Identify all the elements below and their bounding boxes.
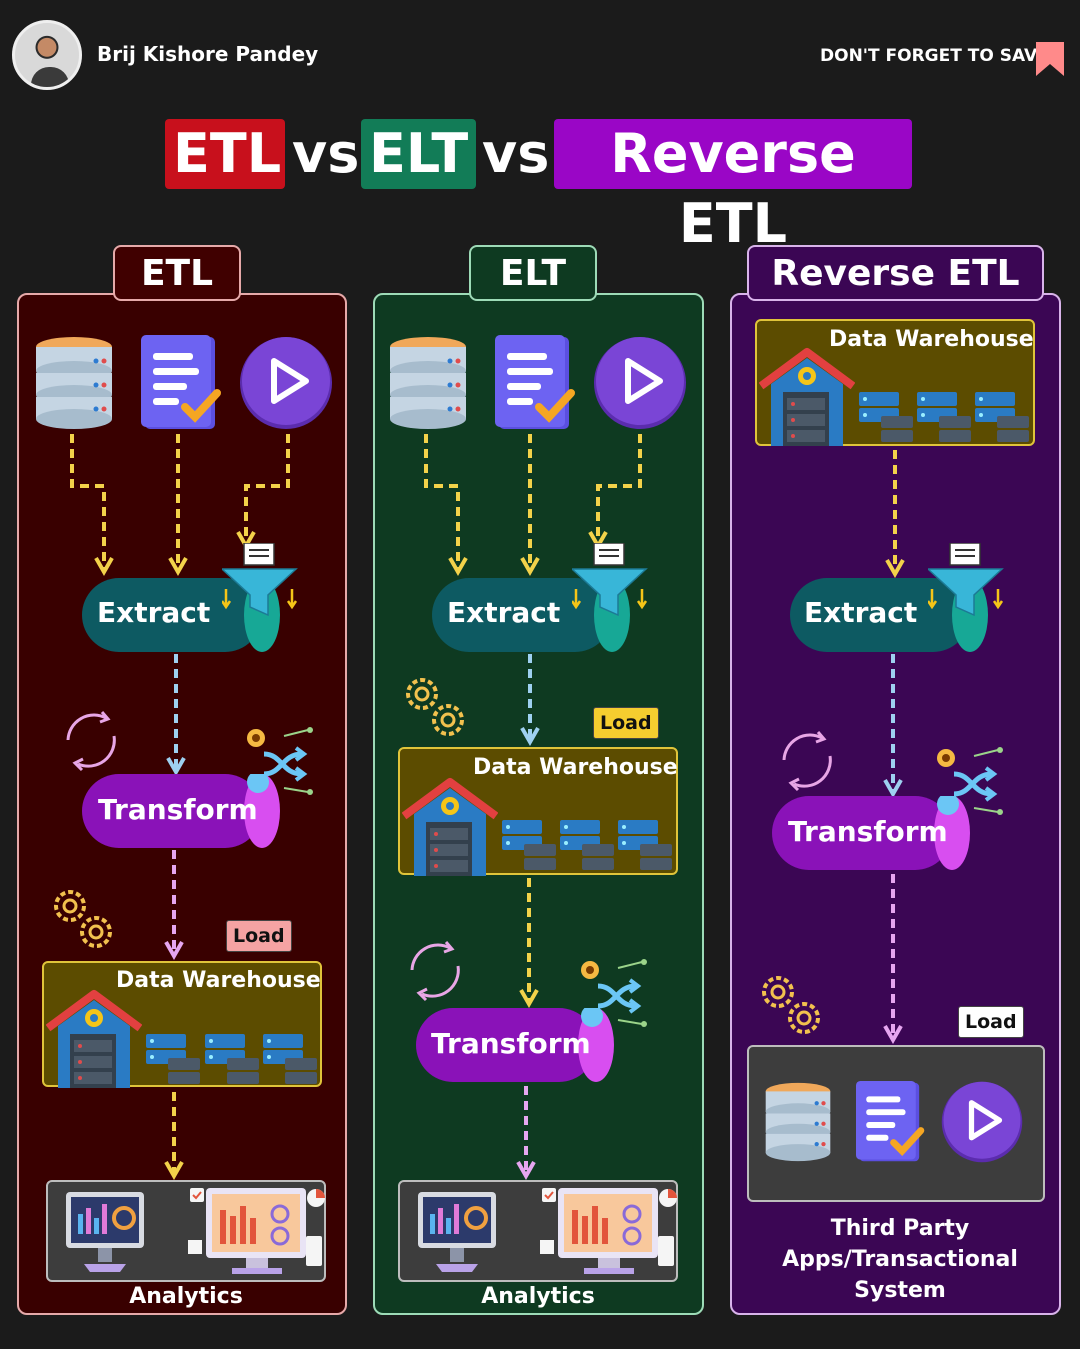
analytics-dashboard-icon [418,1188,679,1276]
refresh-cycle-icon [410,940,460,1002]
extract-label: Extract [97,596,211,629]
warehouse-icon [759,346,855,446]
elt-panel-title: ELT [469,245,597,301]
extract-to-transform-arrow [883,654,903,798]
transform-to-analytics-arrow [516,1086,536,1180]
header: Brij Kishore Pandey DON'T FORGET TO SAVE [0,0,1080,110]
extract-to-transform-arrow [166,654,186,776]
server-icon [263,1034,317,1084]
warehouse-to-transform-arrow [519,878,539,1008]
transform-label: Transform [98,793,258,826]
third-party-caption-line3: System [854,1278,946,1303]
transform-to-apps-arrow [883,874,903,1044]
server-icon [560,820,614,870]
data-warehouse-label: Data Warehouse [473,755,678,780]
server-icon [618,820,672,870]
gears-icon [406,678,464,736]
load-badge: Load [593,707,659,739]
etl-panel-title: ETL [113,245,241,301]
author-name: Brij Kishore Pandey [97,42,319,66]
transform-label: Transform [788,815,948,848]
server-icon [146,1034,200,1084]
load-badge: Load [226,920,292,952]
gears-icon [762,976,820,1034]
document-icon [141,335,223,431]
extract-label: Extract [447,596,561,629]
warehouse-to-analytics-arrow [164,1092,184,1180]
source-arrows [424,434,642,577]
warehouse-icon [402,776,498,876]
extract-label: Extract [804,596,918,629]
title-vs: vs [482,122,550,185]
title-vs: vs [292,122,360,185]
author-avatar [12,20,82,90]
filter-funnel-icon [572,543,648,617]
document-icon [495,335,577,431]
third-party-caption-line1: Third Party [830,1216,970,1241]
filter-funnel-icon [222,543,298,617]
media-play-icon [238,335,334,431]
extract-to-warehouse-arrow [520,654,540,746]
transform-pipe [82,774,280,848]
server-icon [502,820,556,870]
title-etl: ETL [165,119,285,189]
transform-label: Transform [431,1027,591,1060]
data-warehouse-label: Data Warehouse [116,968,321,993]
save-reminder: DON'T FORGET TO SAVE [820,46,1049,66]
load-badge: Load [958,1006,1024,1038]
data-warehouse-label: Data Warehouse [829,327,1034,352]
refresh-cycle-icon [782,730,832,792]
transform-pipe [416,1008,614,1082]
analytics-caption: Analytics [481,1284,595,1309]
analytics-caption: Analytics [129,1284,243,1309]
server-icon [859,392,913,442]
document-icon [856,1080,926,1164]
warehouse-to-extract-arrow [885,450,905,578]
transform-pipe [772,796,970,870]
server-icon [205,1034,259,1084]
transform-to-warehouse-arrow [164,850,184,960]
third-party-caption-line2: Apps/Transactional [782,1247,1018,1272]
reverse-etl-panel-title: Reverse ETL [747,245,1044,301]
warehouse-icon [46,988,142,1088]
database-icon [36,337,112,429]
server-icon [917,392,971,442]
database-icon [390,337,466,429]
database-icon [765,1082,831,1162]
title-reverse-etl: Reverse ETL [554,119,912,255]
bookmark-icon[interactable] [1036,42,1064,76]
filter-funnel-icon [928,543,1004,617]
refresh-cycle-icon [66,710,116,772]
title-elt: ELT [361,119,476,189]
media-play-icon [940,1080,1024,1164]
extract-pipe [790,578,988,652]
server-icon [975,392,1029,442]
gears-icon [54,890,112,948]
media-play-icon [592,335,688,431]
analytics-dashboard-icon [66,1188,327,1276]
